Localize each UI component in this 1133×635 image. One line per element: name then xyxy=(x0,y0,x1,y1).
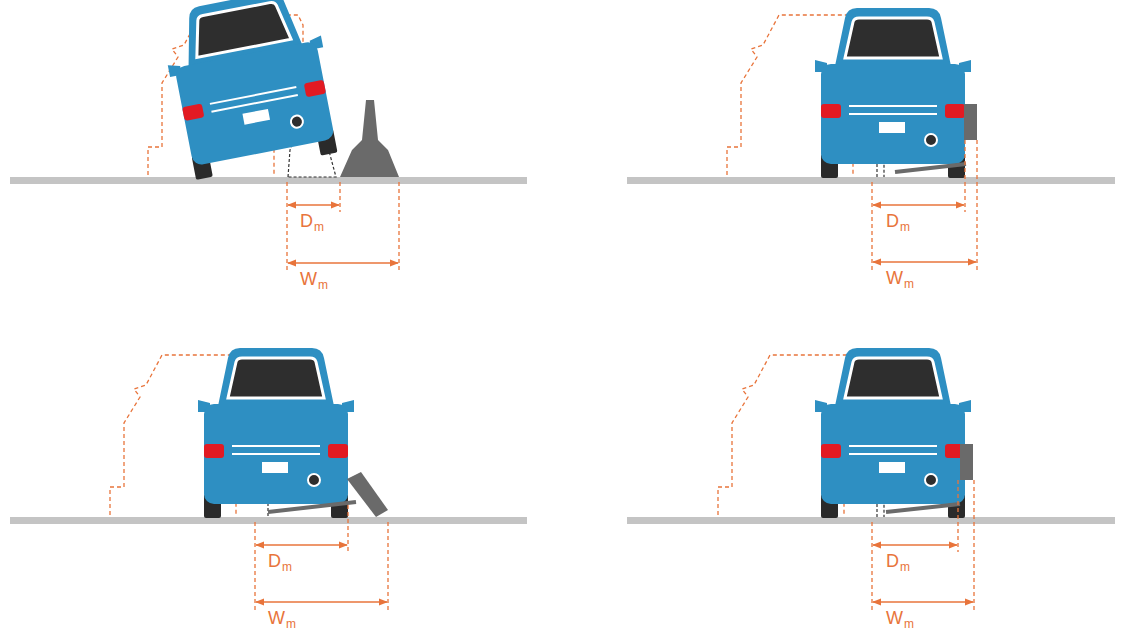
dimension-symbol: D xyxy=(886,212,899,230)
dimension-symbol: W xyxy=(300,270,317,288)
dimension-symbol: D xyxy=(886,552,899,570)
dimension-symbol: D xyxy=(268,552,281,570)
dimension-subscript: m xyxy=(904,618,914,630)
dimension-symbol: W xyxy=(268,609,285,627)
dimension-subscript: m xyxy=(318,279,328,291)
dimension-symbol: W xyxy=(886,609,903,627)
dimension-symbol: W xyxy=(886,269,903,287)
dimension-subscript: m xyxy=(314,221,324,233)
dimension-subscript: m xyxy=(282,561,292,573)
dimension-subscript: m xyxy=(904,278,914,290)
dimension-subscript: m xyxy=(900,221,910,233)
dimension-symbol: D xyxy=(300,212,313,230)
dimension-subscript: m xyxy=(900,561,910,573)
dimension-subscript: m xyxy=(286,618,296,630)
